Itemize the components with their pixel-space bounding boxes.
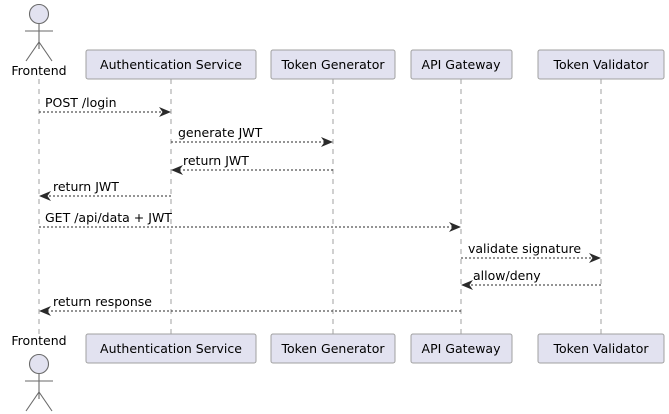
actor-right-leg-icon [38,41,53,62]
arrowhead-right-icon [449,222,461,232]
arrowhead-left-icon [39,191,51,201]
message-label-allow-deny: allow/deny [473,268,541,283]
participant-label-auth-top: Authentication Service [100,57,242,72]
lifelines-group [38,79,602,334]
arrowhead-right-icon [159,107,171,117]
message-allow-deny[interactable]: allow/deny [461,268,601,290]
message-label-return-response: return response [53,294,152,309]
participant-box-gateway-top[interactable]: API Gateway [410,49,513,80]
message-label-return-jwt-token: return JWT [183,153,249,168]
participant-label-gateway-bottom: API Gateway [422,341,502,356]
arrowhead-left-icon [171,165,183,175]
participant-box-rect [537,333,665,364]
message-generate-jwt[interactable]: generate JWT [171,125,333,147]
message-label-validate-signature: validate signature [468,241,581,256]
arrowhead-left-icon [39,306,51,316]
message-label-post-login: POST /login [45,95,117,110]
participant-box-rect [537,49,665,80]
actor-label-frontend-top: Frontend [11,63,66,78]
message-label-get-api-data: GET /api/data + JWT [45,210,172,225]
message-get-api-data[interactable]: GET /api/data + JWT [39,210,461,232]
message-return-response[interactable]: return response [39,294,461,316]
participant-box-auth-bottom[interactable]: Authentication Service [85,333,257,364]
participant-box-tokengen-top[interactable]: Token Generator [270,49,396,80]
actor-right-leg-icon [38,391,53,412]
participant-box-auth-top[interactable]: Authentication Service [85,49,257,80]
message-return-jwt-auth[interactable]: return JWT [39,179,171,201]
participant-box-gateway-bottom[interactable]: API Gateway [410,333,513,364]
message-label-return-jwt-auth: return JWT [53,179,119,194]
participant-label-tokengen-top: Token Generator [280,57,385,72]
actor-head-icon [28,3,50,25]
participant-box-validator-top[interactable]: Token Validator [537,49,665,80]
participant-box-tokengen-bottom[interactable]: Token Generator [270,333,396,364]
participant-box-validator-bottom[interactable]: Token Validator [537,333,665,364]
actor-left-leg-icon [25,41,40,62]
participant-box-rect [85,49,257,80]
participant-label-auth-bottom: Authentication Service [100,341,242,356]
participant-box-rect [270,333,396,364]
arrowhead-left-icon [461,280,473,290]
actor-frontend-bottom[interactable]: Frontend [11,333,67,412]
actor-head-icon [28,353,50,375]
message-post-login[interactable]: POST /login [39,95,171,117]
participant-label-validator-top: Token Validator [552,57,649,72]
participant-label-validator-bottom: Token Validator [552,341,649,356]
participant-label-gateway-top: API Gateway [422,57,502,72]
participant-box-rect [410,333,513,364]
actor-label-frontend-bottom: Frontend [11,333,66,348]
participant-box-rect [270,49,396,80]
arrowhead-right-icon [589,253,601,263]
message-validate-signature[interactable]: validate signature [461,241,601,263]
participant-box-rect [410,49,513,80]
message-return-jwt-token[interactable]: return JWT [171,153,333,175]
arrowhead-right-icon [321,137,333,147]
participant-label-tokengen-bottom: Token Generator [280,341,385,356]
actor-frontend-top[interactable]: Frontend [11,3,67,79]
message-label-generate-jwt: generate JWT [178,125,263,140]
participant-box-rect [85,333,257,364]
actor-left-leg-icon [25,391,40,412]
